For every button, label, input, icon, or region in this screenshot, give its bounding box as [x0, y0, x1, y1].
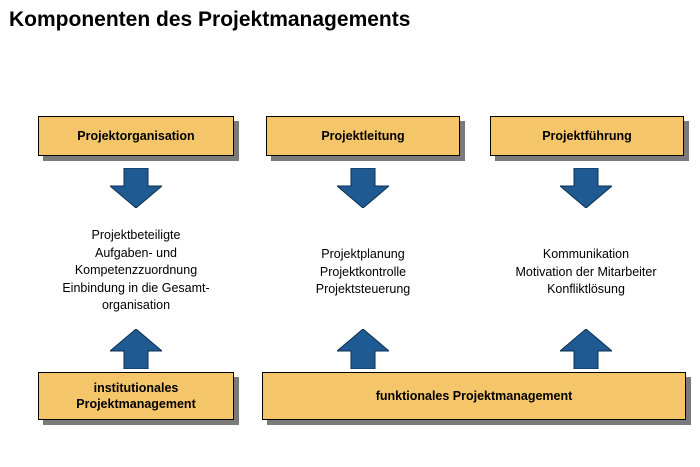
- up-arrow-icon: [560, 329, 612, 369]
- institutional-pm-box: institutionales Projektmanagement: [38, 372, 234, 420]
- list-item: Aufgaben- und: [94, 245, 177, 260]
- list-item: Kommunikation: [542, 247, 630, 261]
- up-arrow-icon: [110, 329, 162, 369]
- header-label-projektorganisation: Projektorganisation: [77, 129, 195, 143]
- list-item: Motivation der Mitarbeiter: [515, 264, 657, 279]
- header-label-projektfuehrung: Projektführung: [542, 129, 632, 143]
- list-item: Konfliktlösung: [547, 282, 625, 296]
- header-label-projektleitung: Projektleitung: [321, 129, 405, 143]
- list-projektfuehrung: Kommunikation Motivation der Mitarbeiter…: [486, 246, 686, 299]
- list-item: Projektkontrolle: [319, 264, 407, 279]
- page-title: Komponenten des Projektmanagements: [9, 8, 411, 31]
- list-projektleitung: Projektplanung Projektkontrolle Projekts…: [263, 246, 463, 299]
- header-box-projektorganisation: Projektorganisation: [38, 116, 234, 156]
- list-item: Einbindung in die Gesamt-: [62, 280, 210, 295]
- functional-pm-label: funktionales Projektmanagement: [375, 389, 573, 403]
- header-box-projektfuehrung: Projektführung: [490, 116, 684, 156]
- down-arrow-icon: [337, 168, 389, 208]
- down-arrow-icon: [110, 168, 162, 208]
- up-arrow-icon: [337, 329, 389, 369]
- list-item: organisation: [101, 298, 171, 312]
- down-arrow-icon: [560, 168, 612, 208]
- list-item: Projektplanung: [321, 247, 405, 261]
- list-item: Projektsteuerung: [315, 282, 411, 296]
- list-item: Projektbeteiligte: [91, 228, 181, 242]
- functional-pm-box: funktionales Projektmanagement: [262, 372, 686, 420]
- header-box-projektleitung: Projektleitung: [266, 116, 460, 156]
- list-item: Kompetenzzuordnung: [74, 263, 198, 277]
- list-projektorganisation: Projektbeteiligte Aufgaben- und Kompeten…: [36, 227, 236, 315]
- institutional-pm-label: institutionales Projektmanagement: [76, 381, 196, 411]
